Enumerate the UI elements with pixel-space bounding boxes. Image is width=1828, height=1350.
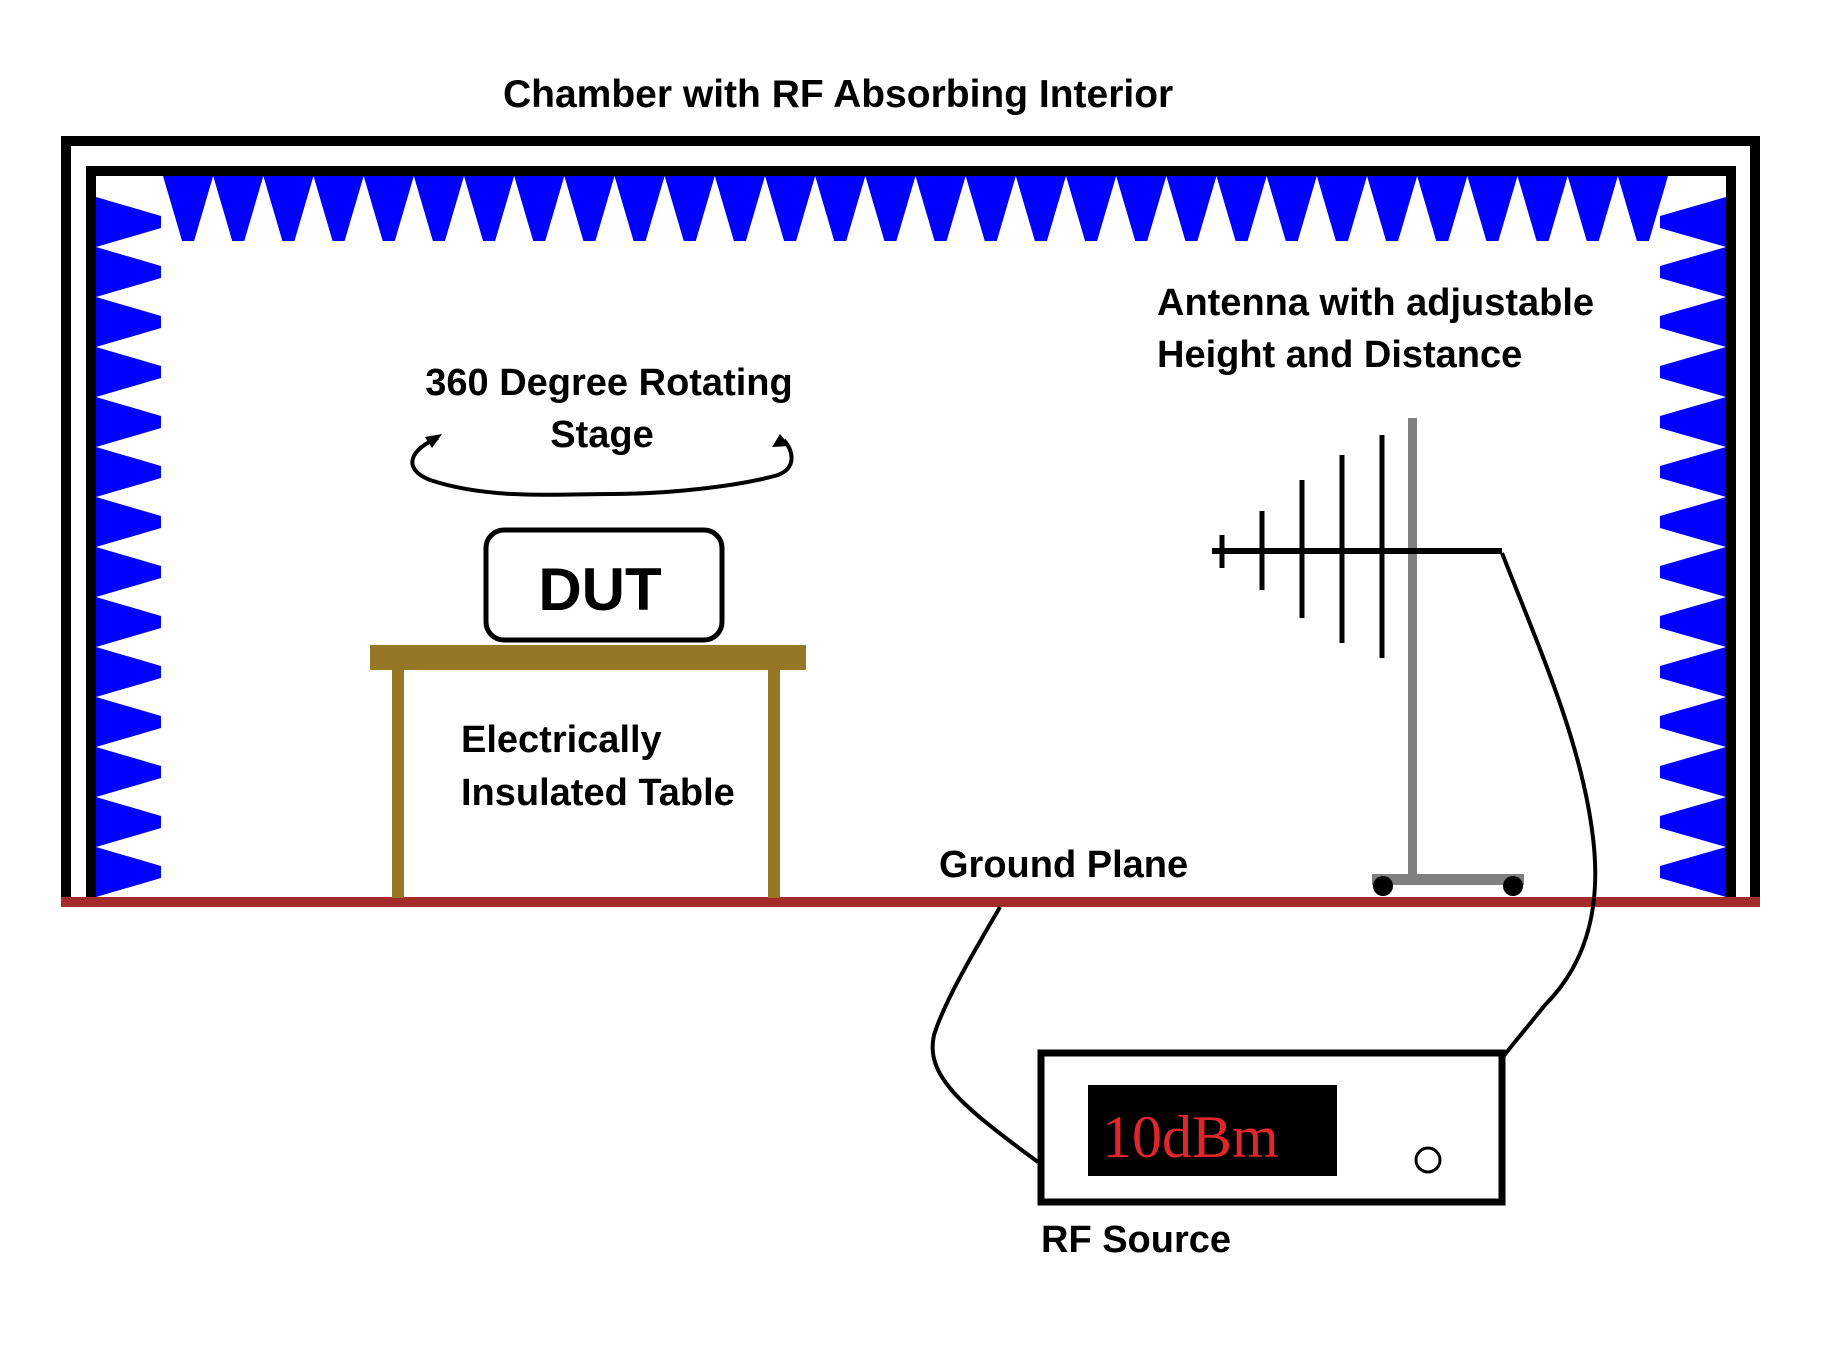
absorber-tooth xyxy=(96,747,161,797)
rf-source-device: 10dBm xyxy=(1037,1049,1506,1206)
absorber-tooth xyxy=(1660,847,1726,897)
absorber-tooth xyxy=(96,397,161,447)
absorber-tooth xyxy=(915,176,966,241)
absorber-tooth xyxy=(564,176,615,241)
absorber-tooth xyxy=(1066,176,1117,241)
absorber-tooth xyxy=(1367,176,1418,241)
absorber-tooth xyxy=(96,797,161,847)
absorber-tooth xyxy=(1116,176,1167,241)
absorber-tooth xyxy=(96,297,161,347)
diagram-title: Chamber with RF Absorbing Interior xyxy=(503,73,1173,116)
absorber-tooth xyxy=(1660,547,1726,597)
absorber-tooth xyxy=(1316,176,1367,241)
antenna-cable xyxy=(1426,552,1598,1162)
absorber-tooth xyxy=(96,247,161,297)
absorber-tooth xyxy=(1660,497,1726,547)
absorber-tooth xyxy=(1660,197,1726,247)
absorber-tooth xyxy=(965,176,1016,241)
insulated-table xyxy=(370,645,806,898)
absorber-tooth xyxy=(363,176,414,241)
absorber-tooth xyxy=(865,176,916,241)
rf-source-label: RF Source xyxy=(1041,1219,1231,1261)
log-periodic-antenna-icon xyxy=(1212,435,1502,658)
absorber-tooth xyxy=(163,176,214,241)
rf-output-connector-icon xyxy=(1414,1146,1442,1174)
absorber-tooth xyxy=(1166,176,1217,241)
absorber-tooth xyxy=(714,176,765,241)
absorber-tooth xyxy=(664,176,715,241)
ground-cable xyxy=(930,905,1040,1164)
ground-plane-label: Ground Plane xyxy=(939,844,1188,886)
absorber-right xyxy=(1660,197,1726,897)
absorber-tooth xyxy=(1660,397,1726,447)
chamber-inner-wall xyxy=(86,166,1736,902)
rotating-stage-label-line1: 360 Degree Rotating xyxy=(425,362,792,404)
absorber-tooth xyxy=(1660,597,1726,647)
antenna-stand xyxy=(1372,418,1524,896)
absorber-tooth xyxy=(96,647,161,697)
absorber-tooth xyxy=(1660,447,1726,497)
absorber-tooth xyxy=(96,697,161,747)
absorber-tooth xyxy=(96,497,161,547)
stand-wheel-right xyxy=(1503,876,1523,896)
absorber-tooth xyxy=(1015,176,1066,241)
absorber-tooth xyxy=(1417,176,1468,241)
absorber-tooth xyxy=(1660,297,1726,347)
absorber-tooth xyxy=(1660,347,1726,397)
stand-wheel-left xyxy=(1373,876,1393,896)
absorber-tooth xyxy=(1617,176,1668,241)
absorber-tooth xyxy=(96,597,161,647)
dut-label: DUT xyxy=(538,556,661,623)
absorber-tooth xyxy=(765,176,816,241)
absorber-tooth xyxy=(1660,247,1726,297)
absorber-tooth xyxy=(1567,176,1618,241)
absorber-tooth xyxy=(1266,176,1317,241)
absorber-tooth xyxy=(96,347,161,397)
antenna-label-line2: Height and Distance xyxy=(1157,334,1522,376)
antenna-label-line1: Antenna with adjustable xyxy=(1157,282,1594,324)
dut-box: DUT xyxy=(483,527,725,643)
absorber-tooth xyxy=(96,547,161,597)
chamber-outer-wall xyxy=(61,136,1760,902)
table-label-line1: Electrically xyxy=(461,719,662,761)
ground-plane xyxy=(61,897,1760,907)
absorber-tooth xyxy=(1660,797,1726,847)
absorber-tooth xyxy=(815,176,866,241)
absorber-tooth xyxy=(1216,176,1267,241)
absorber-tooth xyxy=(96,197,161,247)
rotating-stage-label-line2: Stage xyxy=(550,414,653,456)
rotation-arrow-icon xyxy=(410,434,794,497)
absorber-tooth xyxy=(96,847,161,897)
absorber-tooth xyxy=(1660,647,1726,697)
absorber-tooth xyxy=(1467,176,1518,241)
absorber-tooth xyxy=(614,176,665,241)
absorber-tooth xyxy=(514,176,565,241)
absorber-tooth xyxy=(213,176,264,241)
absorber-tooth xyxy=(413,176,464,241)
absorber-tooth xyxy=(1660,697,1726,747)
absorber-left xyxy=(96,197,161,897)
absorber-tooth xyxy=(263,176,314,241)
absorber-top xyxy=(163,176,1668,241)
absorber-tooth xyxy=(464,176,515,241)
absorber-tooth xyxy=(96,447,161,497)
rf-source-display-value: 10dBm xyxy=(1102,1104,1279,1170)
absorber-tooth xyxy=(1517,176,1568,241)
absorber-tooth xyxy=(313,176,364,241)
table-label-line2: Insulated Table xyxy=(461,772,735,814)
absorber-tooth xyxy=(1660,747,1726,797)
rf-source-display xyxy=(1088,1085,1337,1176)
